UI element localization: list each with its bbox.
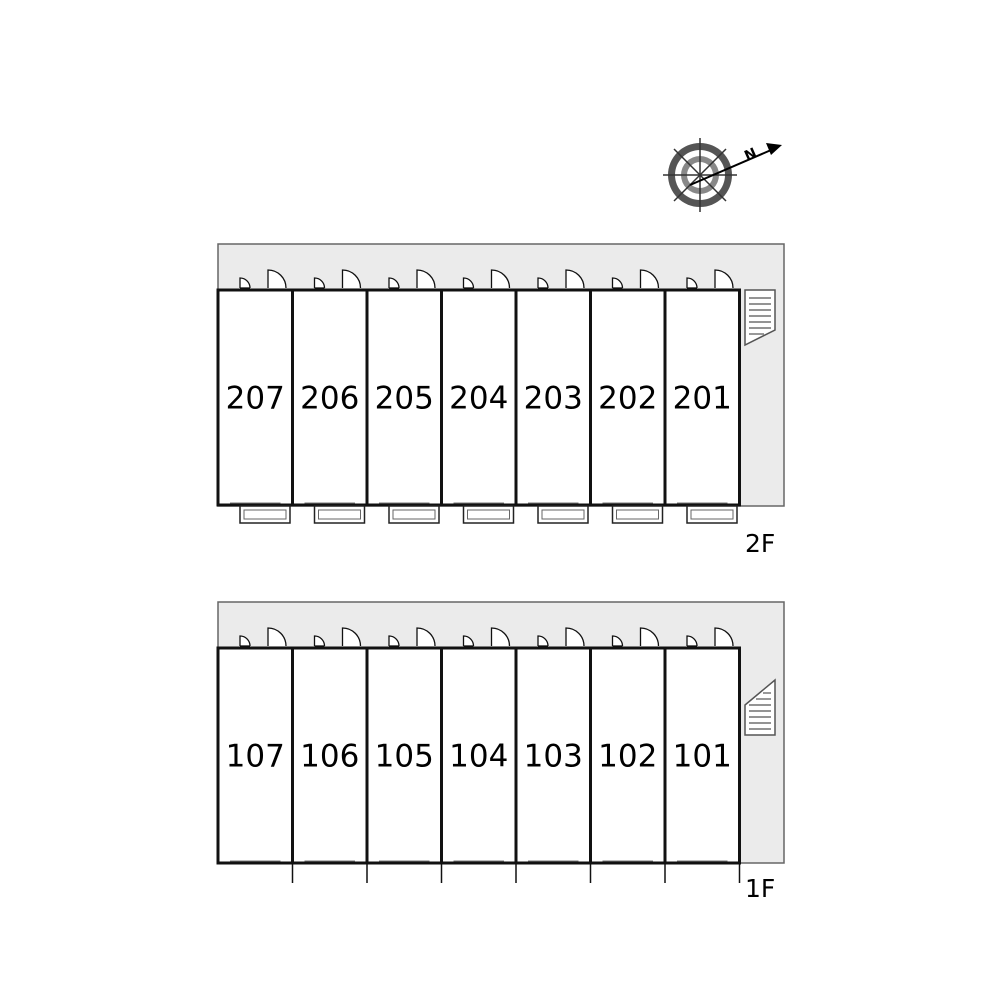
door-icon: [462, 627, 511, 647]
unit-106: 106: [291, 627, 369, 883]
door-icon: [611, 627, 660, 647]
door-icon: [686, 269, 734, 289]
door-icon: [537, 627, 585, 647]
balcony: [611, 505, 664, 524]
unit-103: 103: [514, 627, 592, 883]
floor-label-1f: 1F: [745, 874, 775, 903]
door-icon: [462, 269, 511, 289]
door-icon: [388, 269, 436, 289]
balcony: [388, 505, 440, 524]
unit-number: 207: [226, 381, 285, 417]
unit-number: 106: [300, 739, 359, 775]
unit-207: 207: [216, 269, 294, 524]
compass-icon: N: [663, 138, 782, 212]
balcony: [239, 505, 291, 524]
door-icon: [611, 269, 660, 289]
unit-number: 104: [449, 739, 508, 775]
unit-number: 107: [226, 739, 285, 775]
unit-202: 202: [589, 269, 667, 524]
unit-number: 205: [375, 381, 434, 417]
door-icon: [313, 627, 362, 647]
unit-number: 201: [673, 381, 732, 417]
unit-104: 104: [440, 627, 518, 883]
door-icon: [313, 269, 362, 289]
floor-1f: 107 106 105 104 103 102 101 1F: [216, 601, 785, 903]
unit-number: 101: [673, 739, 732, 775]
unit-206: 206: [291, 269, 369, 524]
door-icon: [537, 269, 585, 289]
unit-number: 202: [598, 381, 657, 417]
unit-number: 203: [524, 381, 583, 417]
door-icon: [239, 627, 287, 647]
unit-number: 102: [598, 739, 657, 775]
unit-105: 105: [365, 627, 443, 883]
unit-number: 206: [300, 381, 359, 417]
door-icon: [239, 269, 287, 289]
unit-number: 204: [449, 381, 508, 417]
floor-label-2f: 2F: [745, 529, 775, 558]
unit-101: 101: [663, 627, 741, 883]
door-icon: [686, 627, 734, 647]
door-icon: [388, 627, 436, 647]
floor-2f: 207 206 205 204 203 202 201 2F: [216, 243, 785, 558]
unit-number: 105: [375, 739, 434, 775]
balcony: [537, 505, 589, 524]
unit-number: 103: [524, 739, 583, 775]
unit-205: 205: [365, 269, 443, 524]
stairs-icon: [744, 289, 776, 347]
unit-107: 107: [216, 627, 294, 883]
balcony: [686, 505, 738, 524]
unit-102: 102: [589, 627, 667, 883]
unit-201: 201: [663, 269, 741, 524]
unit-204: 204: [440, 269, 518, 524]
unit-203: 203: [514, 269, 592, 524]
balcony: [462, 505, 515, 524]
balcony: [313, 505, 366, 524]
stairs-icon: [744, 678, 776, 736]
